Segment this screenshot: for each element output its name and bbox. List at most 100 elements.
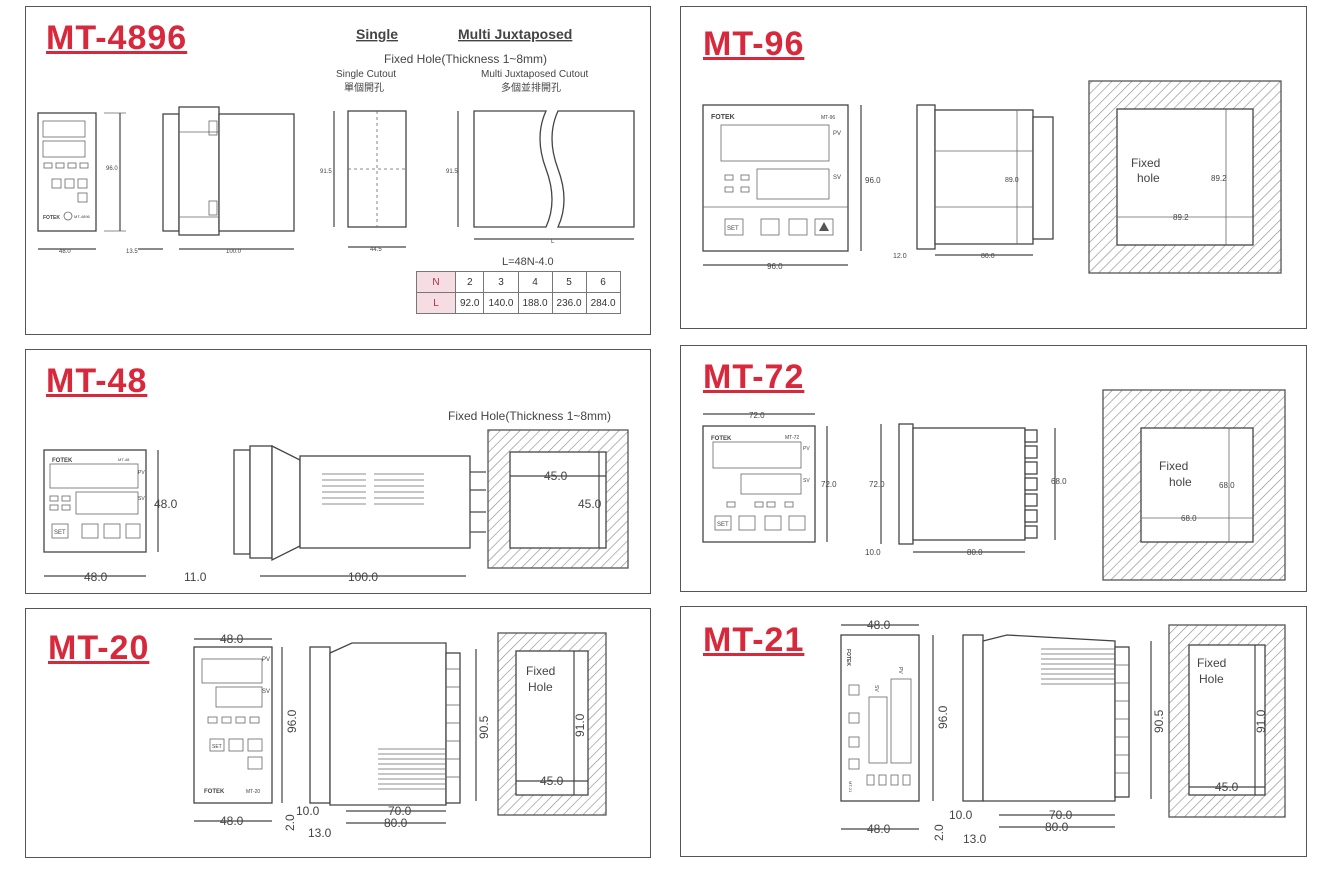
table-row: L 92.0 140.0 188.0 236.0 284.0 [416,292,621,314]
svg-text:48.0: 48.0 [220,632,244,646]
panel-mt-20: MT-20 48.0 PV SV SET FOTEK MT-20 96.0 48… [25,608,651,858]
svg-text:68.0: 68.0 [1219,481,1235,490]
svg-text:90.5: 90.5 [1152,709,1166,733]
svg-text:96.0: 96.0 [936,705,950,729]
model-title: MT-4896 [46,19,188,57]
svg-text:48.0: 48.0 [59,249,71,255]
front-view: FOTEK SV PV MT-21 [840,634,920,802]
fixed-hole-cutout [1116,108,1254,246]
svg-text:68.0: 68.0 [1051,477,1067,486]
svg-text:PV: PV [897,667,903,674]
svg-text:MT-48: MT-48 [118,457,130,462]
multi-cutout-right [551,110,635,228]
svg-text:13.0: 13.0 [308,826,332,840]
panel-mt-21: MT-21 48.0 FOTEK SV PV MT-21 96.0 48.0 2… [680,606,1307,857]
brand-label: FOTEK [43,215,60,221]
svg-text:SET: SET [212,744,222,750]
model-title: MT-72 [703,358,805,396]
svg-text:10.0: 10.0 [949,808,973,822]
single-heading: Single [356,26,398,42]
svg-text:89.0: 89.0 [1005,177,1019,184]
svg-text:48.0: 48.0 [867,618,891,632]
svg-text:10.0: 10.0 [865,548,881,557]
svg-text:48.0: 48.0 [867,822,891,836]
svg-text:45.0: 45.0 [1215,780,1239,794]
svg-text:13.0: 13.0 [963,832,987,846]
side-view [162,106,295,236]
svg-text:SV: SV [262,689,270,695]
front-view: FOTEK MT-4896 [37,112,97,232]
svg-text:SV: SV [833,175,841,181]
model-label: MT-4896 [74,214,91,219]
svg-text:SV: SV [803,478,810,484]
svg-text:45.0: 45.0 [544,469,568,483]
multi-cutout-cn: 多個並排開孔 [501,81,561,94]
svg-text:13.5: 13.5 [126,249,138,255]
svg-text:Hole: Hole [528,680,553,694]
svg-text:10.0: 10.0 [296,804,320,818]
n-l-table: N 2 3 4 5 6 L 92.0 140.0 188.0 236.0 284… [416,271,621,314]
svg-text:45.0: 45.0 [540,774,564,788]
model-title: MT-20 [48,629,150,667]
side-view [916,104,1054,250]
svg-text:91.5: 91.5 [446,169,458,175]
svg-text:SET: SET [717,522,729,528]
svg-text:Fixed: Fixed [1159,459,1188,473]
svg-text:hole: hole [1137,171,1160,185]
svg-text:MT-72: MT-72 [785,435,799,441]
svg-text:SV: SV [138,496,145,502]
svg-text:L: L [551,239,555,245]
fixed-hole-cutout [1188,644,1266,796]
svg-text:48.0: 48.0 [220,814,244,828]
svg-text:80.0: 80.0 [1045,820,1069,834]
svg-text:96.0: 96.0 [767,262,783,271]
svg-text:100.0: 100.0 [226,249,242,255]
svg-text:91.0: 91.0 [1254,709,1268,733]
svg-text:72.0: 72.0 [869,480,885,489]
svg-text:PV: PV [262,657,270,663]
side-view [898,423,1038,545]
svg-text:72.0: 72.0 [821,480,837,489]
fixed-hole-cutout [1140,427,1254,543]
svg-text:Fixed: Fixed [526,664,555,678]
fixed-hole-label: Fixed Hole(Thickness 1~8mm) [384,52,547,66]
svg-text:PV: PV [803,446,810,452]
front-view: FOTEK MT-72 PV SV SET [702,425,816,543]
multi-cutout-label: Multi Juxtaposed Cutout [481,69,589,80]
svg-text:SV: SV [873,685,879,692]
mt-96-drawing: FOTEK MT-96 PV SV SET 96.0 96.0 [702,80,1282,274]
svg-text:PV: PV [138,470,145,476]
side-view [309,642,461,806]
panel-mt-4896: MT-4896 Single Multi Juxtaposed Fixed Ho… [25,6,651,335]
svg-text:Fixed: Fixed [1131,156,1160,170]
svg-text:45.0: 45.0 [578,497,602,511]
svg-text:FOTEK: FOTEK [711,436,732,442]
svg-text:FOTEK: FOTEK [845,649,851,666]
fixed-hole-cutout [509,451,607,549]
single-cutout-cn: 單個開孔 [344,81,384,94]
table-row: N 2 3 4 5 6 [416,271,621,293]
svg-text:SET: SET [54,530,66,536]
svg-text:100.0: 100.0 [348,570,378,584]
front-view: PV SV SET FOTEK MT-20 [193,646,273,804]
svg-text:68.0: 68.0 [1181,514,1197,523]
svg-text:SET: SET [727,226,739,232]
model-title: MT-21 [703,621,805,659]
multi-heading: Multi Juxtaposed [458,26,572,42]
svg-text:80.0: 80.0 [967,548,983,557]
svg-text:2.0: 2.0 [283,814,297,831]
front-view: FOTEK MT-96 PV SV SET [702,104,849,252]
svg-text:PV: PV [833,131,841,137]
svg-text:FOTEK: FOTEK [52,458,73,464]
svg-text:48.0: 48.0 [84,570,108,584]
svg-text:72.0: 72.0 [749,411,765,420]
svg-text:Fixed: Fixed [1197,656,1226,670]
svg-text:89.2: 89.2 [1173,213,1189,222]
svg-text:hole: hole [1169,475,1192,489]
fixed-hole-label: Fixed Hole(Thickness 1~8mm) [448,409,611,423]
mt-48-drawing: Fixed Hole(Thickness 1~8mm) FOTEK MT-48 … [43,409,629,584]
svg-text:11.0: 11.0 [184,570,207,584]
mt-20-drawing: 48.0 PV SV SET FOTEK MT-20 96.0 48.0 2.0 [193,632,607,840]
svg-text:91.5: 91.5 [320,169,332,175]
model-title: MT-48 [46,362,148,400]
